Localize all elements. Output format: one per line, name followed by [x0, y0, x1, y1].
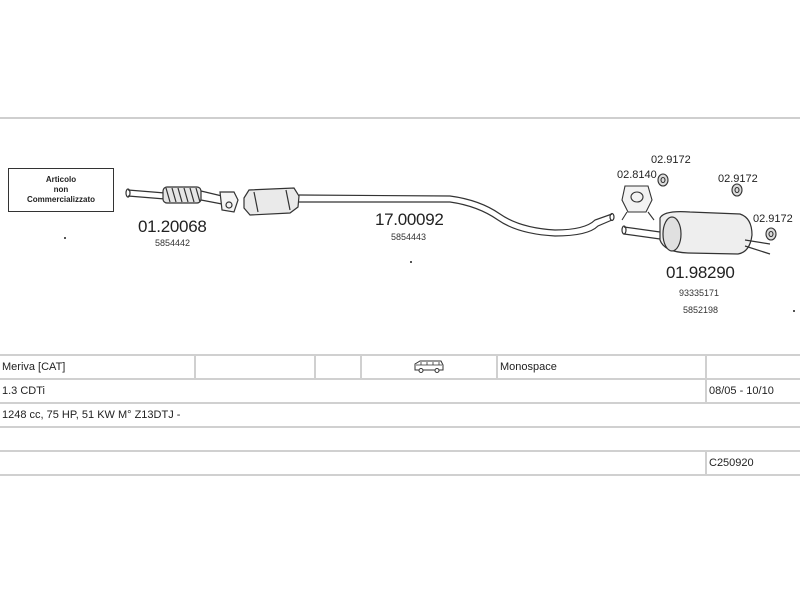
vehicle-info-table: Meriva [CAT] Monospace 1.3 CDTi 08/05 - … — [0, 354, 800, 476]
front-pipe-oe: 5854442 — [155, 238, 191, 248]
note-line-1: Articolo — [45, 175, 77, 184]
note-line-3: Commercializzato — [26, 195, 96, 204]
mark-dot — [410, 261, 412, 263]
van-icon — [414, 360, 444, 373]
engine-name: 1.3 CDTi — [0, 378, 707, 403]
middle-pipe-oe: 5854443 — [391, 232, 427, 242]
production-period: 08/05 - 10/10 — [706, 378, 800, 403]
table-row: C250920 — [0, 450, 800, 476]
mark-dot — [793, 310, 795, 312]
table-row — [0, 426, 800, 451]
rubber-code-3: 02.9172 — [753, 213, 793, 225]
rear-silencer-oe-1: 93335171 — [679, 288, 720, 298]
top-divider — [0, 117, 800, 119]
rubber-code-1: 02.9172 — [651, 154, 691, 166]
table-row: 1248 cc, 75 HP, 51 KW M° Z13DTJ - — [0, 402, 800, 427]
mark-dot — [64, 237, 66, 239]
rear-silencer-oe-2: 5852198 — [683, 305, 719, 315]
rear-silencer-drawing — [621, 211, 771, 255]
table-row: Meriva [CAT] Monospace — [0, 354, 800, 379]
middle-pipe-code: 17.00092 — [375, 210, 444, 229]
empty-cell — [195, 354, 316, 379]
empty-cell — [0, 450, 707, 476]
body-type: Monospace — [497, 354, 707, 379]
mount-code: 02.8140 — [617, 169, 657, 181]
empty-row — [0, 426, 800, 451]
vehicle-model: Meriva [CAT] — [0, 354, 196, 379]
exhaust-diagram — [125, 173, 777, 255]
middle-pipe-drawing — [243, 187, 615, 237]
van-icon-cell — [361, 354, 498, 379]
note-line-2: non — [53, 185, 69, 194]
front-pipe-drawing — [125, 186, 239, 213]
not-available-note: Articolo non Commercializzato — [8, 168, 114, 212]
reference-code: C250920 — [706, 450, 800, 476]
empty-cell — [706, 354, 800, 379]
front-pipe-code: 01.20068 — [138, 217, 207, 236]
empty-cell — [315, 354, 362, 379]
engine-specs: 1248 cc, 75 HP, 51 KW M° Z13DTJ - — [0, 402, 800, 427]
rubber-code-2: 02.9172 — [718, 173, 758, 185]
mounting-parts-drawing — [621, 173, 777, 241]
rear-silencer-code: 01.98290 — [666, 263, 735, 282]
table-row: 1.3 CDTi 08/05 - 10/10 — [0, 378, 800, 403]
